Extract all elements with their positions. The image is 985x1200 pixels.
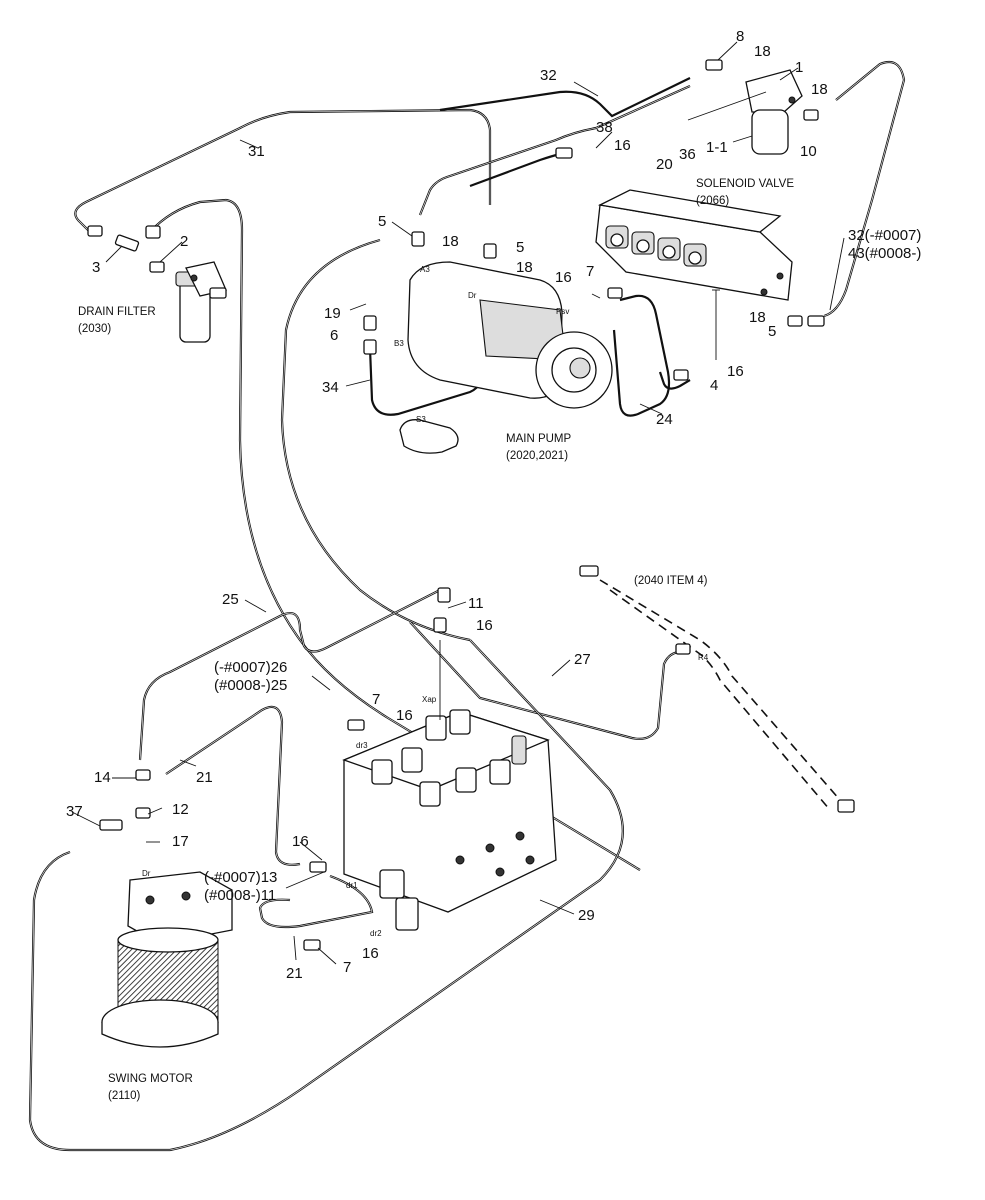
callout-16: 16	[362, 945, 379, 962]
callout-31: 31	[248, 143, 265, 160]
solenoid-valve-caption-name: SOLENOID VALVE	[696, 178, 794, 190]
port-labels: A3 Dr Psv B3 S3 Xap dr1 dr2 dr3 R4 Dr	[142, 265, 709, 938]
callout-29: 29	[578, 907, 595, 924]
callout-37: 37	[66, 803, 83, 820]
callout-18: 18	[754, 43, 771, 60]
port-dr-swing: Dr	[142, 869, 151, 878]
callout-18: 18	[749, 309, 766, 326]
callout-18: 18	[811, 81, 828, 98]
callout-7: 7	[343, 959, 351, 976]
callout-25-0008: (#0008-)25	[214, 677, 287, 694]
callout-36: 36	[679, 146, 696, 163]
callout-7: 7	[586, 263, 594, 280]
port-psv: Psv	[556, 307, 569, 316]
callout-16: 16	[396, 707, 413, 724]
callout-7: 7	[372, 691, 380, 708]
callout-21: 21	[196, 769, 213, 786]
callout-16: 16	[614, 137, 631, 154]
callout-16: 16	[555, 269, 572, 286]
callout-38: 38	[596, 119, 613, 136]
callout-11-0008: (#0008-)11	[204, 887, 276, 904]
callout-43-0008: 43(#0008-)	[848, 245, 921, 262]
callouts: 8 18 1 18 32 31 38 16 20 36 1-1 10 5 18 …	[66, 28, 921, 982]
swing-motor-caption-code: (2110)	[108, 1090, 141, 1102]
control-valve	[342, 709, 557, 931]
callout-25: 25	[222, 591, 239, 608]
callout-16: 16	[476, 617, 493, 634]
callout-26-0007: (-#0007)26	[214, 659, 287, 676]
hoses	[28, 60, 906, 1152]
hose-31	[74, 108, 492, 233]
callout-27: 27	[574, 651, 591, 668]
callout-32-0007: 32(-#0007)	[848, 227, 921, 244]
callout-20: 20	[656, 156, 673, 173]
captions: DRAIN FILTER (2030) SOLENOID VALVE (2066…	[78, 178, 794, 1102]
callout-14: 14	[94, 769, 111, 786]
swing-motor-caption-name: SWING MOTOR	[108, 1073, 193, 1085]
callout-16: 16	[727, 363, 744, 380]
port-s3: S3	[416, 415, 426, 424]
callout-18: 18	[442, 233, 459, 250]
swing-motor	[101, 871, 233, 1048]
callout-17: 17	[172, 833, 189, 850]
drain-filter	[175, 261, 227, 343]
hose-32-upper	[439, 77, 691, 118]
port-a3: A3	[420, 265, 430, 274]
hose-25	[138, 589, 441, 761]
hose-24	[612, 294, 671, 417]
main-pump-caption-code: (2020,2021)	[506, 450, 568, 462]
solenoid-valve-caption-code: (2066)	[696, 195, 729, 207]
port-xap: Xap	[422, 695, 437, 704]
callout-1: 1	[795, 59, 803, 76]
callout-8: 8	[736, 28, 744, 45]
main-pump-caption-name: MAIN PUMP	[506, 433, 572, 445]
callout-19: 19	[324, 305, 341, 322]
callout-21: 21	[286, 965, 303, 982]
port-dr3: dr3	[356, 741, 368, 750]
callout-34: 34	[322, 379, 339, 396]
callout-11: 11	[468, 595, 484, 612]
solenoid-valve	[595, 189, 793, 301]
port-r4: R4	[698, 653, 709, 662]
item-2040-caption: (2040 ITEM 4)	[634, 575, 708, 587]
leader-lines	[71, 41, 845, 965]
callout-5: 5	[378, 213, 386, 230]
port-b3: B3	[394, 339, 404, 348]
fittings	[87, 59, 855, 951]
callout-24: 24	[656, 411, 673, 428]
hose-38	[469, 152, 561, 188]
callout-1-1: 1-1	[706, 139, 728, 156]
drain-filter-caption-code: (2030)	[78, 323, 111, 335]
callout-2: 2	[180, 233, 188, 250]
callout-13-0007: (-#0007)13	[204, 869, 277, 886]
callout-18: 18	[516, 259, 533, 276]
filter-assembly	[745, 69, 803, 155]
callout-5: 5	[768, 323, 776, 340]
port-dr2: dr2	[370, 929, 382, 938]
callout-4: 4	[710, 377, 718, 394]
drain-filter-caption-name: DRAIN FILTER	[78, 306, 156, 318]
callout-16: 16	[292, 833, 309, 850]
callout-6: 6	[330, 327, 338, 344]
callout-5: 5	[516, 239, 524, 256]
line-2040-item4-b	[609, 589, 831, 811]
callout-3: 3	[92, 259, 100, 276]
hose-24b	[658, 371, 691, 390]
port-dr1: dr1	[346, 881, 358, 890]
port-dr-pump: Dr	[468, 291, 477, 300]
line-2040-item4	[599, 579, 841, 801]
callout-10: 10	[800, 143, 817, 160]
callout-12: 12	[172, 801, 189, 818]
callout-32: 32	[540, 67, 557, 84]
main-pump	[399, 261, 613, 454]
